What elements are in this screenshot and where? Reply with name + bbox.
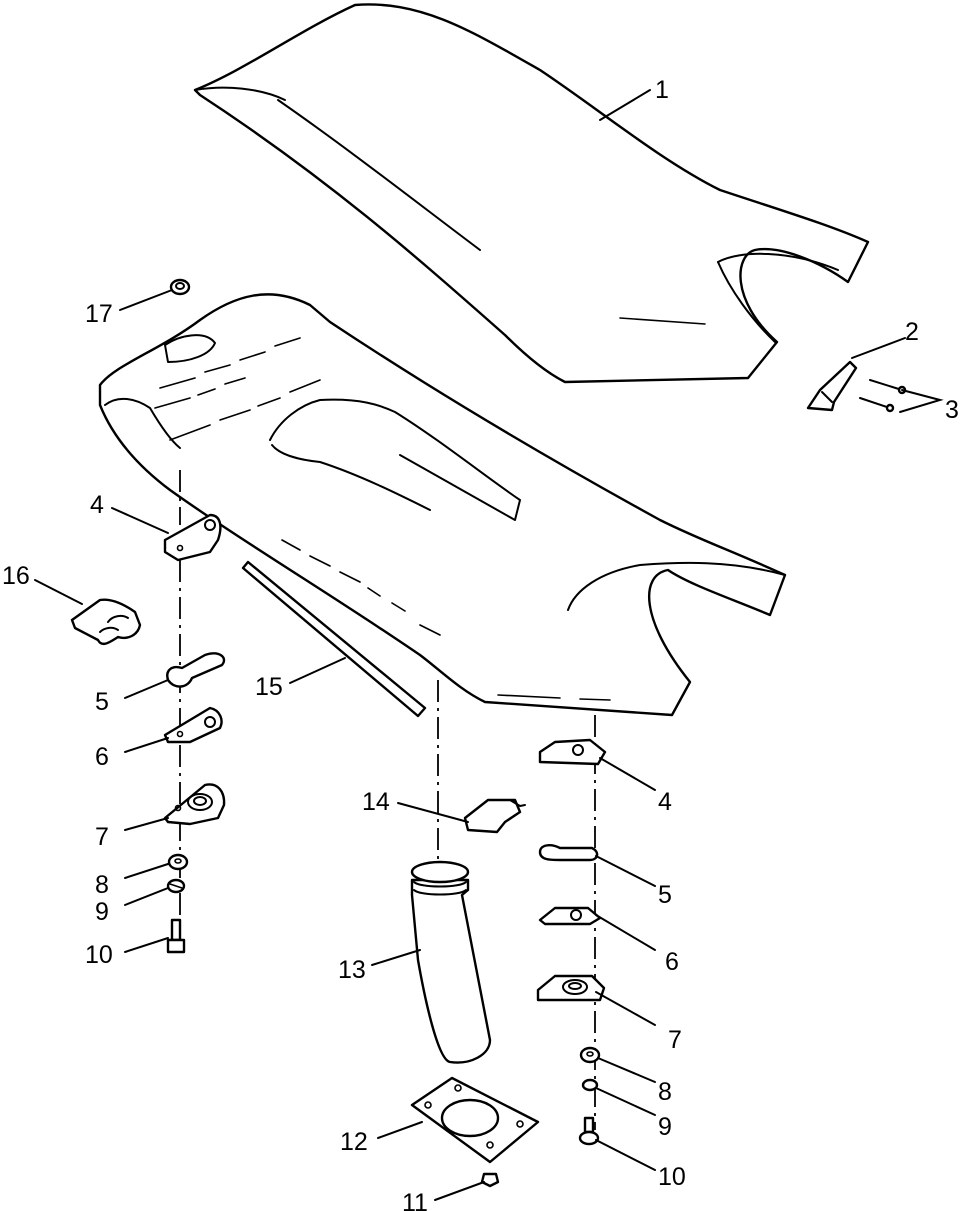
leader-lines <box>34 89 944 1201</box>
callout-7-right: 7 <box>668 1026 682 1054</box>
callout-12: 12 <box>340 1128 368 1156</box>
callout-17: 17 <box>85 300 113 328</box>
callout-8-right: 8 <box>658 1078 672 1106</box>
callout-4-left: 4 <box>90 491 104 519</box>
callout-6-right: 6 <box>665 948 679 976</box>
callout-15: 15 <box>255 673 283 701</box>
part-15-strip[interactable] <box>241 560 427 718</box>
callout-1: 1 <box>655 76 669 104</box>
callout-6-left: 6 <box>95 743 109 771</box>
callout-14: 14 <box>362 788 390 816</box>
callout-5-left: 5 <box>95 688 109 716</box>
part-14-latch[interactable] <box>463 798 526 834</box>
part-11-nut[interactable] <box>480 1172 500 1188</box>
part-1-seat[interactable] <box>193 3 870 384</box>
callout-7-left: 7 <box>95 823 109 851</box>
callout-10-left: 10 <box>85 941 113 969</box>
callout-3: 3 <box>945 396 959 424</box>
right-hinge-stack[interactable] <box>536 715 607 1146</box>
part-17-grommet[interactable] <box>169 278 191 296</box>
part-16-clip[interactable] <box>70 598 142 646</box>
callout-13: 13 <box>338 956 366 984</box>
seat-base-pan[interactable] <box>98 293 787 717</box>
callout-labels: 1 2 3 17 4 16 5 6 7 8 9 10 15 14 13 12 1… <box>2 76 959 1211</box>
callout-16: 16 <box>2 562 30 590</box>
left-hinge-stack[interactable] <box>163 470 226 954</box>
part-12-flange[interactable] <box>410 1076 540 1164</box>
part-2-bracket[interactable] <box>806 360 858 412</box>
callout-11: 11 <box>402 1189 428 1211</box>
part-3-screws[interactable] <box>859 379 907 413</box>
callout-10-right: 10 <box>658 1163 686 1191</box>
callout-2: 2 <box>905 318 919 346</box>
part-13-duct[interactable] <box>410 860 492 1064</box>
callout-9-left: 9 <box>95 898 109 926</box>
callout-4-right: 4 <box>658 788 672 816</box>
callout-5-right: 5 <box>658 881 672 909</box>
callout-9-right: 9 <box>658 1113 672 1141</box>
callout-8-left: 8 <box>95 871 109 899</box>
